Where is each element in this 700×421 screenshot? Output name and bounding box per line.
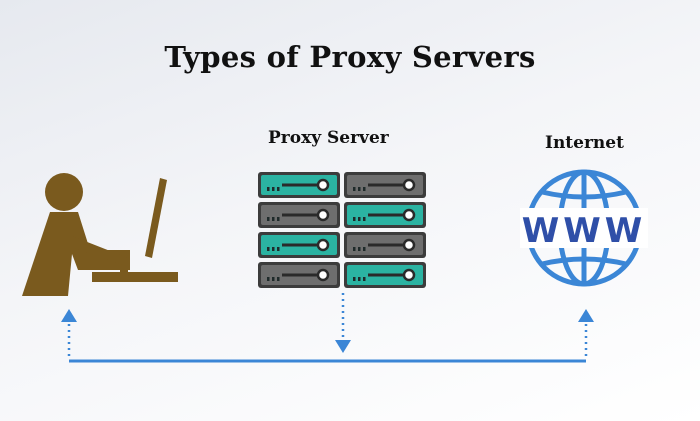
globe-latitude-top bbox=[541, 189, 627, 200]
globe-latitude-bottom bbox=[541, 256, 627, 267]
user-body bbox=[22, 212, 130, 296]
server-unit bbox=[344, 262, 426, 288]
server-unit bbox=[344, 232, 426, 258]
arrow-up-internet bbox=[578, 309, 594, 322]
user-head bbox=[45, 173, 83, 211]
server-unit bbox=[344, 202, 426, 228]
server-rack-icon bbox=[258, 172, 426, 288]
server-unit bbox=[258, 232, 340, 258]
user-arm bbox=[68, 236, 128, 266]
desk bbox=[92, 272, 178, 282]
www-globe-icon: WWW bbox=[520, 169, 648, 287]
desk-leg bbox=[120, 268, 128, 276]
internet-label: Internet bbox=[545, 133, 624, 153]
user-at-computer-icon bbox=[22, 173, 178, 296]
diagram-title: Types of Proxy Servers bbox=[164, 40, 536, 74]
server-unit bbox=[258, 172, 340, 198]
arrow-down-proxy bbox=[335, 340, 351, 353]
globe-www-text: WWW bbox=[522, 211, 647, 251]
server-unit bbox=[258, 262, 340, 288]
server-unit bbox=[258, 202, 340, 228]
proxy-server-label: Proxy Server bbox=[268, 128, 389, 148]
monitor bbox=[145, 178, 167, 258]
arrow-up-client bbox=[61, 309, 77, 322]
server-unit bbox=[344, 172, 426, 198]
